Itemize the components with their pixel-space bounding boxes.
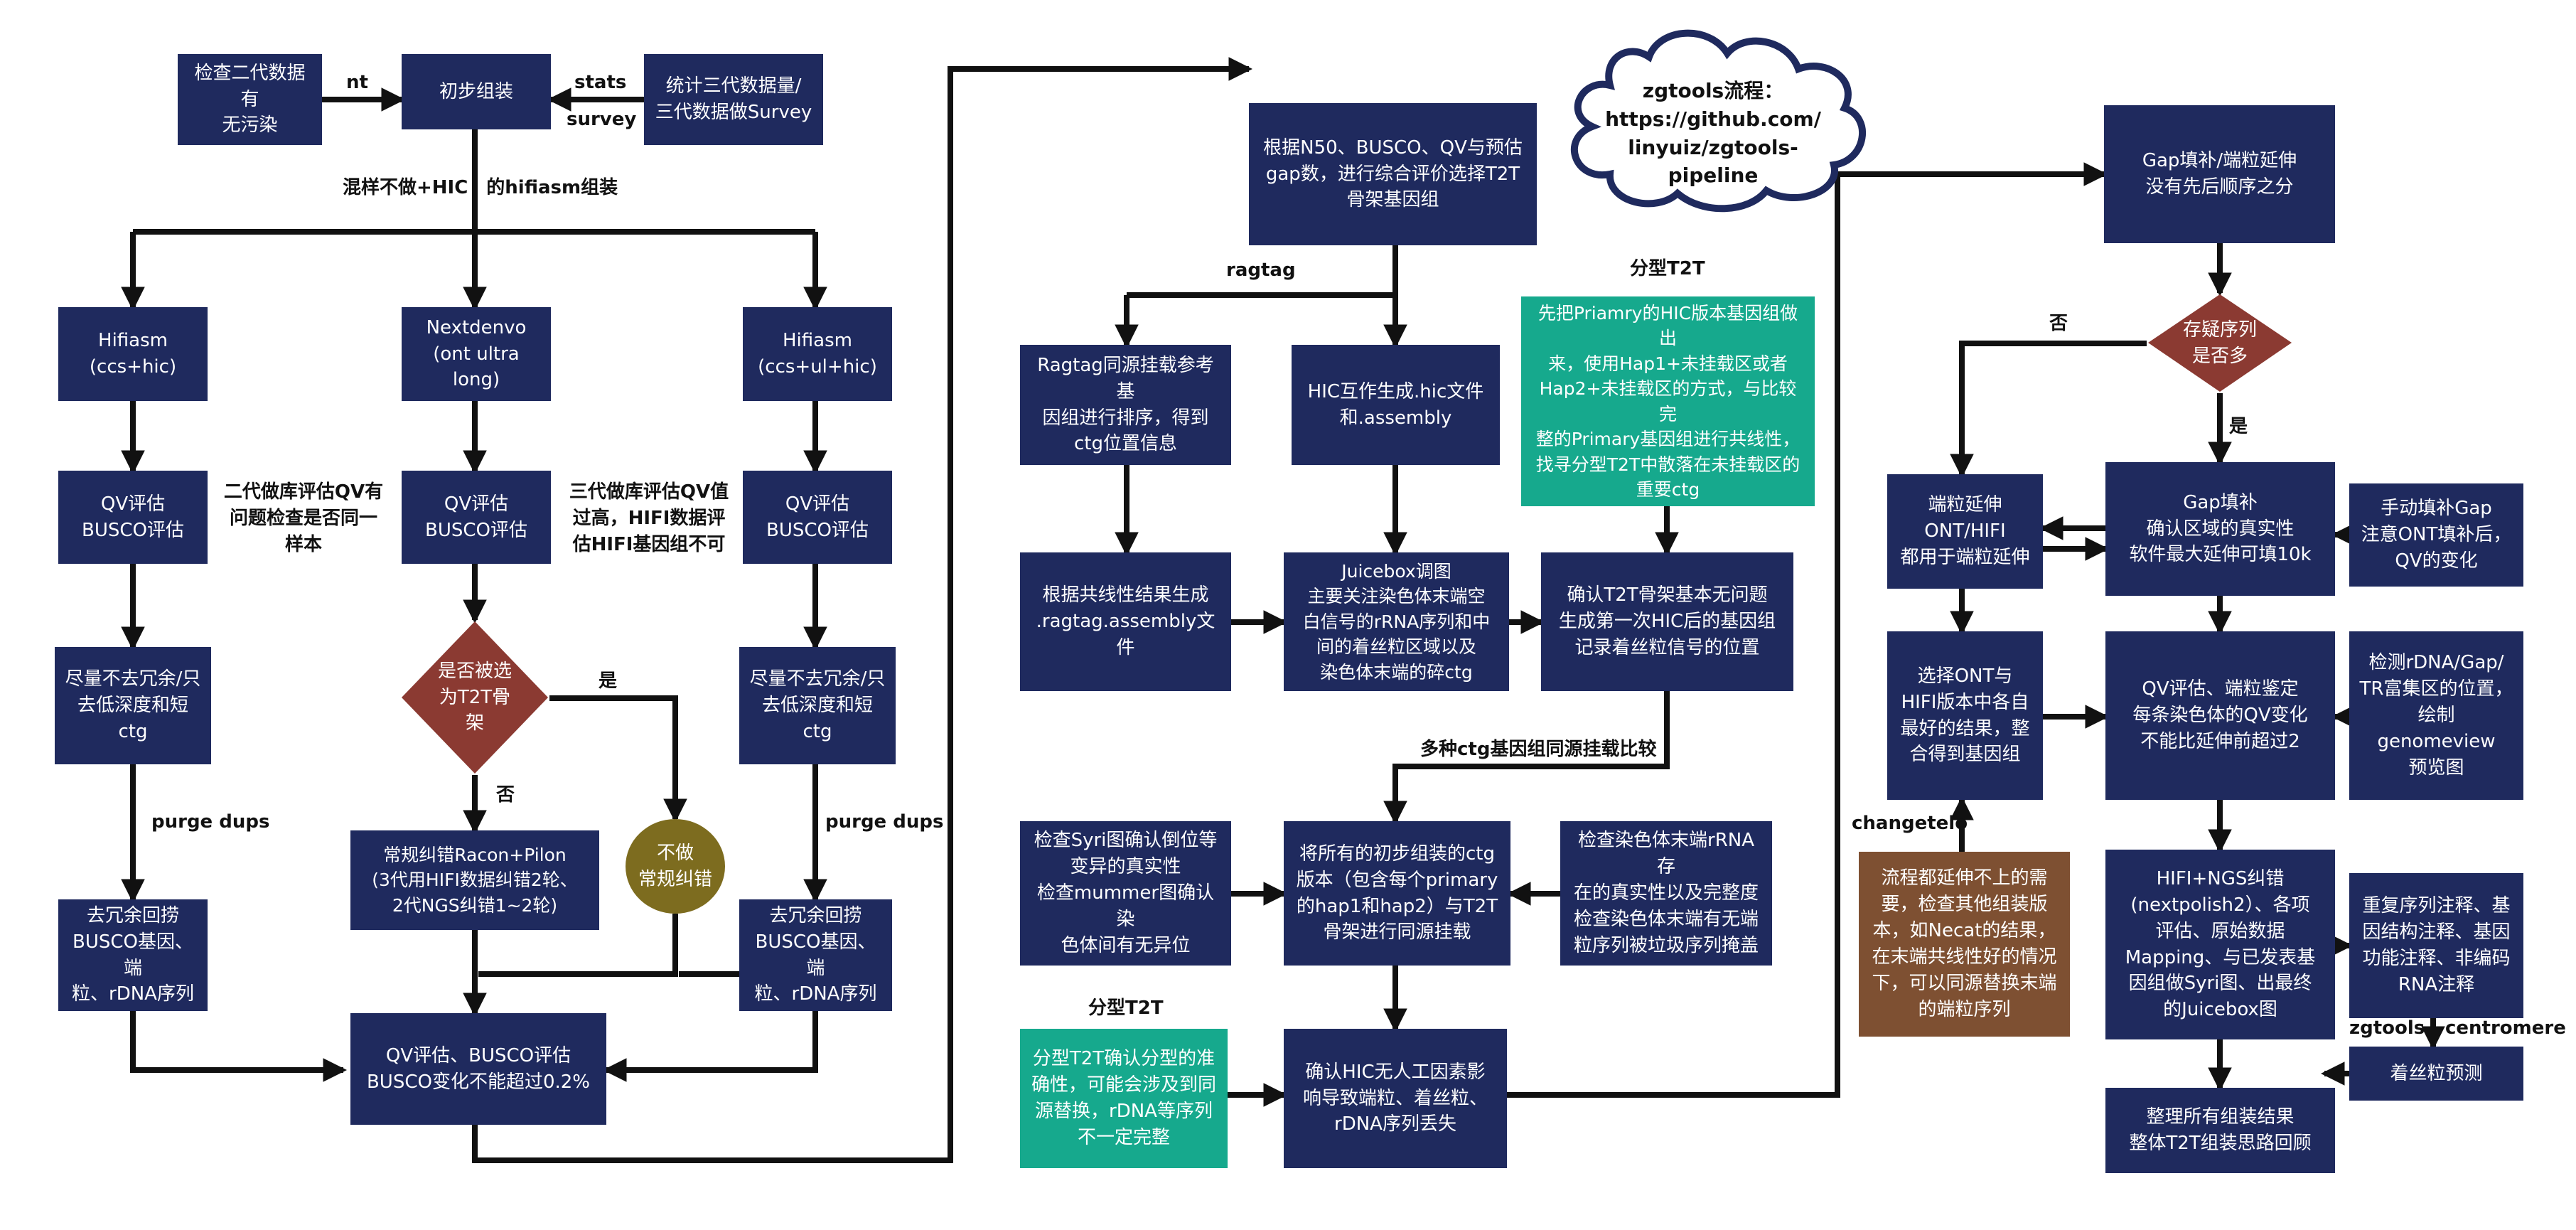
racon-pilon-box: 常规纠错Racon+Pilon (3代用HIFI数据纠错2轮、 2代NGS纠错1… [350,830,599,930]
gap-fill-order-box: Gap填补/端粒延伸 没有先后顺序之分 [2104,105,2335,243]
label-yes-t2t: 是 [599,670,618,692]
t2t-decision-shape [402,621,548,774]
label-phased-1: 分型T2T [1630,258,1705,279]
qv-a-box: QV评估 BUSCO评估 [58,471,208,564]
label-phased-2: 分型T2T [1088,998,1164,1019]
label-zgtools: zgtools [2349,1017,2425,1039]
label-stats: stats [574,72,627,93]
summary-box: 整理所有组装结果 整体T2T组装思路回顾 [2105,1088,2335,1173]
annotation-box: 重复序列注释、基 因结构注释、基因 功能注释、非编码 RNA注释 [2349,873,2523,1018]
qv-telomere-box: QV评估、端粒鉴定 每条染色体的QV变化 不能比延伸前超过2 [2105,631,2335,800]
initial-assembly-box: 初步组装 [402,54,551,129]
label-purge-c: purge dups [825,811,944,833]
label-ragtag: ragtag [1226,260,1296,281]
confirm-backbone-box: 确认T2T骨架基本无问题 生成第一次HIC后的基因组 记录着丝粒信号的位置 [1541,552,1793,691]
telomere-extension-box: 端粒延伸 ONT/HIFI 都用于端粒延伸 [1887,474,2043,589]
fallback-note: 流程都延伸不上的需 要，检查其他组装版 本，如Necat的结果， 在末端共线性好… [1859,852,2070,1037]
dedup-a-box: 尽量不去冗余/只 去低深度和短ctg [55,647,211,764]
label-mix-hic: 混样不做+HIC 的hifiasm组装 [343,177,618,198]
edge-confirm-homology [1383,691,1670,825]
label-nt: nt [346,72,368,93]
juicebox-box: Juicebox调图 主要关注染色体末端空 白信号的rRNA序列和中 间的着丝粒… [1284,552,1509,691]
suspect-decision: 存疑序列 是否多 [2147,293,2293,393]
edge-to-right [1507,162,2108,1098]
phased-t2t-note-1: 先把Priamry的HIC版本基因组做出 来，使用Hap1+未挂载区或者 Hap… [1521,296,1815,506]
manual-gap-box: 手动填补Gap 注意ONT填补后， QV的变化 [2349,483,2523,587]
edge-recover-a-final [130,1011,348,1082]
dedup-c-box: 尽量不去冗余/只 去低深度和短ctg [739,647,896,764]
recover-c-box: 去冗余回捞 BUSCO基因、端 粒、rDNA序列 [739,899,892,1011]
stats-survey-box: 统计三代数据量/ 三代数据做Survey [644,54,823,145]
confirm-hic-box: 确认HIC无人工因素影 响导致端粒、着丝粒、 rDNA序列丢失 [1284,1029,1507,1168]
hifiasm-a-box: Hifiasm (ccs+hic) [58,307,208,401]
cloud-text: zgtools流程： https://github.com/ linyuiz/z… [1605,79,1821,188]
centromere-prediction-box: 着丝粒预测 [2349,1047,2523,1101]
qv-b-box: QV评估 BUSCO评估 [402,471,551,564]
phased-t2t-note-2: 分型T2T确认分型的准 确性，可能会涉及到同 源替换，rDNA等序列 不一定完整 [1020,1029,1228,1168]
label-survey: survey [567,109,637,130]
label-multi-ctg: 多种ctg基因组同源挂载比较 [1420,739,1657,760]
hic-interaction-box: HIC互作生成.hic文件 和.assembly [1292,345,1500,465]
homology-mount-box: 将所有的初步组装的ctg 版本（包含每个primary 的hap1和hap2）与… [1284,821,1510,966]
select-ont-hifi-box: 选择ONT与 HIFI版本中各自 最好的结果，整 合得到基因组 [1887,631,2043,800]
edge-diamond-no-line [1950,341,2147,478]
recover-a-box: 去冗余回捞 BUSCO基因、端 粒、rDNA序列 [58,899,208,1011]
edge-diamond-yes [549,695,687,823]
select-backbone-box: 根据N50、BUSCO、QV与预估 gap数，进行综合评价选择T2T 骨架基因组 [1249,103,1537,245]
cloud-shape [1570,29,1866,213]
no-polish-circle: 不做 常规纠错 [626,819,725,914]
label-no-suspect: 否 [2049,313,2068,334]
t2t-decision: 是否被选 为T2T骨 架 [400,620,549,775]
edge-recover-c-final [602,1011,818,1082]
suspect-decision-shape [2148,294,2292,392]
qv-busco-final-box: QV评估、BUSCO评估 BUSCO变化不能超过0.2% [350,1013,606,1125]
label-changetelo: changetelo [1852,813,1968,834]
gap-fill-box: Gap填补 确认区域的真实性 软件最大延伸可填10k [2105,462,2335,596]
qv-c-box: QV评估 BUSCO评估 [743,471,892,564]
ragtag-assembly-box: 根据共线性结果生成 .ragtag.assembly文件 [1020,552,1231,691]
label-ngs-qv-note: 二代做库评估QV有 问题检查是否同一 样本 [223,481,384,555]
edge-nopolish-final [478,914,678,977]
label-yes-suspect: 是 [2229,416,2248,437]
edge-to-middle [472,57,1253,1163]
final-polish-box: HIFI+NGS纠错 (nextpolish2）、各项 评估、原始数据 Mapp… [2105,850,2335,1039]
rrna-check-box: 检查染色体末端rRNA存 在的真实性以及完整度 检查染色体末端有无端 粒序列被垃… [1560,821,1772,966]
label-no-t2t: 否 [496,784,515,806]
check-ngs-box: 检查二代数据有 无污染 [178,54,322,145]
ragtag-mount-box: Ragtag同源挂载参考基 因组进行排序，得到 ctg位置信息 [1020,345,1231,465]
hifiasm-b-box: Hifiasm (ccs+ul+hic) [743,307,892,401]
label-centromere: centromere [2445,1017,2566,1039]
suspect-decision-text: 存疑序列 是否多 [2182,319,2257,367]
nextdenovo-box: Nextdenvo (ont ultra long) [402,307,551,401]
syri-check-box: 检查Syri图确认倒位等 变异的真实性 检查mummer图确认染 色体间有无异位 [1020,821,1231,966]
t2t-decision-text: 是否被选 为T2T骨 架 [437,660,512,734]
detect-rdna-box: 检测rDNA/Gap/ TR富集区的位置， 绘制genomeview 预览图 [2349,631,2523,800]
label-third-qv-note: 三代做库评估QV值 过高，HIFI数据评 估HIFI基因组不可 [569,481,729,555]
label-purge-a: purge dups [151,811,270,833]
